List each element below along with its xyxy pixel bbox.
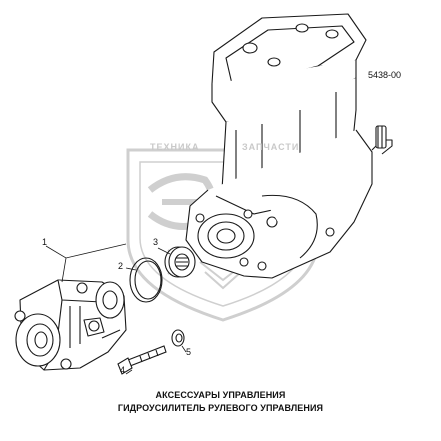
callout-5: 5 [186,347,192,357]
compressor-body [185,13,393,279]
callout-leaders [45,243,187,375]
callout-2: 2 [118,261,124,271]
callout-4: 4 [120,365,126,375]
part-1-steering-pump [14,279,127,371]
callout-1: 1 [42,237,48,247]
caption-line-2: ГИДРОУСИЛИТЕЛЬ РУЛЕВОГО УПРАВЛЕНИЯ [117,403,324,413]
callout-3: 3 [153,237,159,247]
part-code-label: 5438-00 [368,70,402,80]
watermark-right-word: ЗАПЧАСТИ [242,142,300,152]
part-5-washer [171,329,185,347]
part-4-bolt [117,345,167,375]
part-2-o-ring [129,257,163,303]
part-3-coupling [164,246,196,278]
watermark-left-word: ТЕХНИКА [150,142,200,152]
caption-line-1: АКСЕССУАРЫ УПРАВЛЕНИЯ [155,390,286,400]
